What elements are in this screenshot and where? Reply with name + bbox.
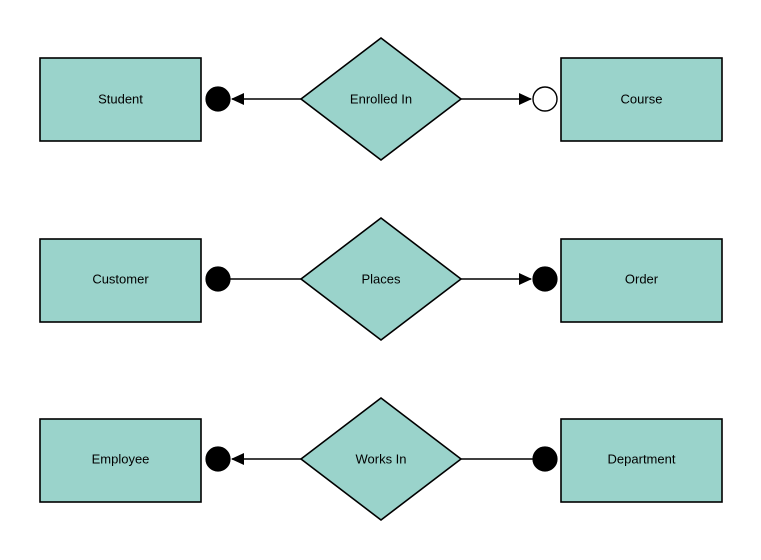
entity-box-order[interactable] [560,238,723,323]
relationship-row-3: Employee Works In Department [39,396,723,522]
arrowhead-left-3 [231,453,244,465]
relationship-row-1: Student Enrolled In Course [39,36,723,162]
arrowhead-right-1 [519,93,532,105]
entity-box-course[interactable] [560,57,723,142]
entity-box-student[interactable] [39,57,202,142]
entity-box-department[interactable] [560,418,723,503]
cardinality-marker-filled-employee[interactable] [205,446,231,472]
cardinality-marker-filled-department[interactable] [532,446,558,472]
relationship-diamond-places[interactable] [299,216,463,342]
entity-box-employee[interactable] [39,418,202,503]
cardinality-marker-filled-student[interactable] [205,86,231,112]
cardinality-marker-filled-order[interactable] [532,266,558,292]
cardinality-marker-hollow-course[interactable] [532,86,558,112]
arrowhead-left-1 [231,93,244,105]
cardinality-marker-filled-customer[interactable] [205,266,231,292]
relationship-diamond-enrolled-in[interactable] [299,36,463,162]
relationship-diamond-works-in[interactable] [299,396,463,522]
entity-box-customer[interactable] [39,238,202,323]
relationship-row-2: Customer Places Order [39,216,723,342]
arrowhead-right-2 [519,273,532,285]
